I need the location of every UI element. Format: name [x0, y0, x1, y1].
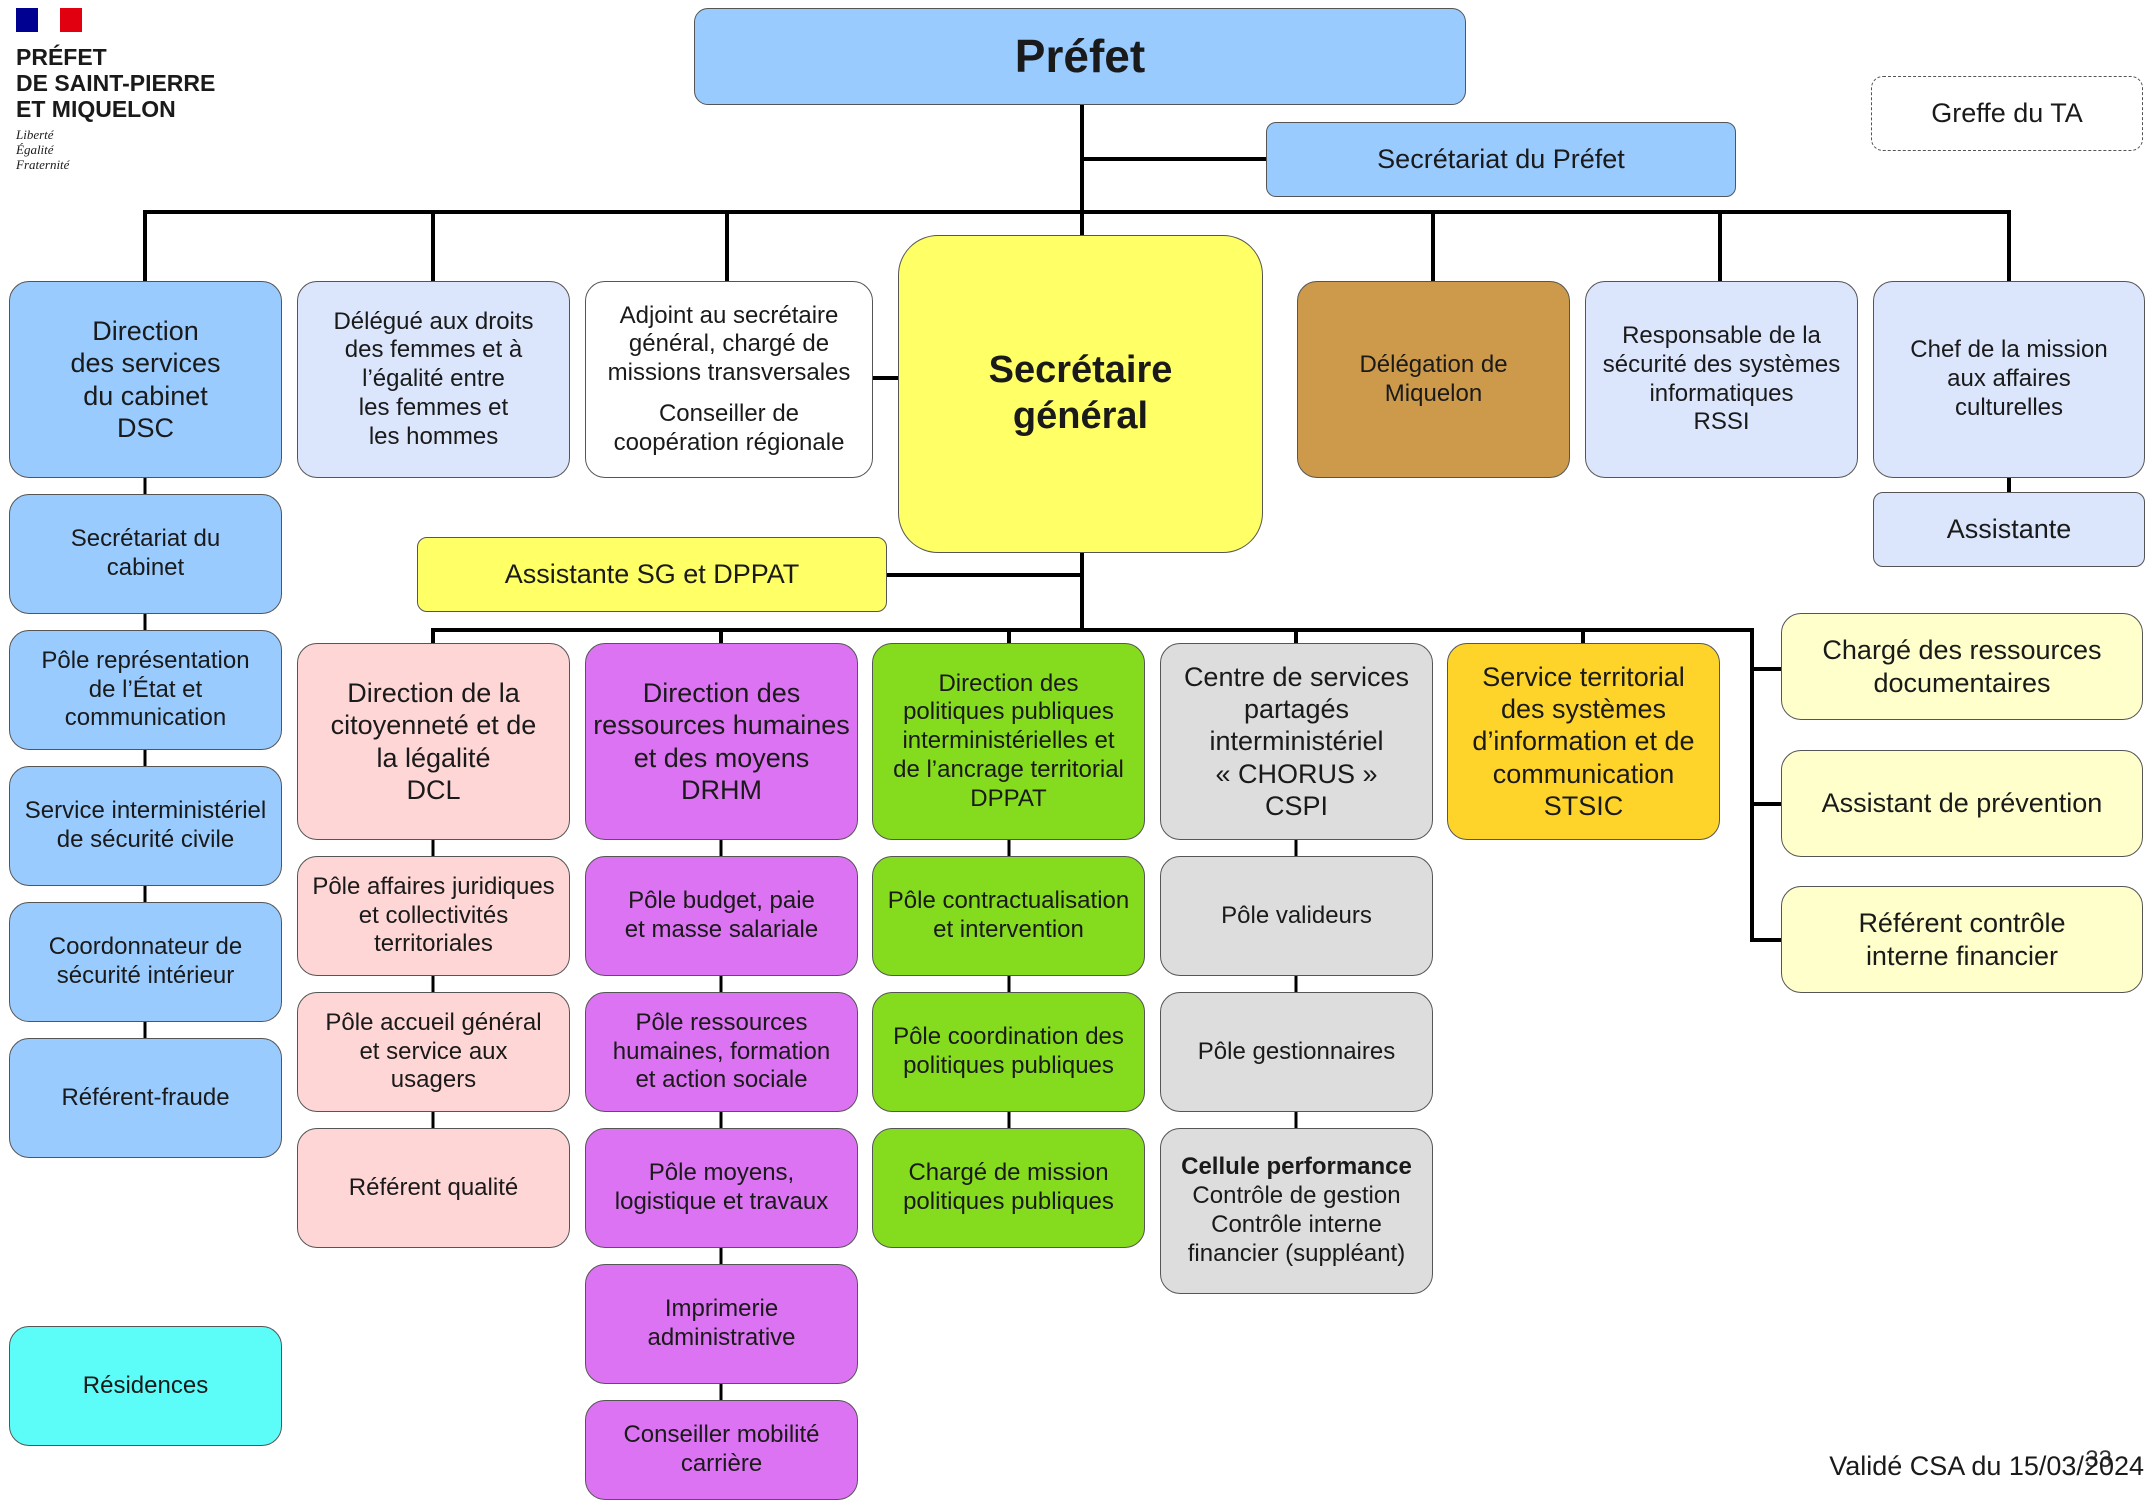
cellule-performance-body: Contrôle de gestion Contrôle interne fin…: [1187, 1182, 1406, 1267]
cabinet-securite-civile-box: Service interministériel de sécurité civ…: [9, 766, 282, 886]
charge-ressources-documentaires-box: Chargé des ressources documentaires: [1781, 613, 2143, 720]
cabinet-secretariat-box: Secrétariat du cabinet: [9, 494, 282, 614]
dppat-box: Direction des politiques publiques inter…: [872, 643, 1145, 840]
cspi-pole-valideurs-box: Pôle valideurs: [1160, 856, 1433, 976]
dcl-box: Direction de la citoyenneté et de la lég…: [297, 643, 570, 840]
flag-icon: [16, 8, 82, 32]
flag-stripe-red: [60, 8, 82, 32]
prefecture-logo: PRÉFET DE SAINT-PIERRE ET MIQUELON Liber…: [16, 8, 246, 173]
dcl-referent-qualite-box: Référent qualité: [297, 1128, 570, 1248]
referent-controle-interne-box: Référent contrôle interne financier: [1781, 886, 2143, 993]
secretaire-general-box: Secrétaire général: [898, 235, 1263, 553]
cabinet-coordonnateur-securite-box: Coordonnateur de sécurité intérieur: [9, 902, 282, 1022]
drhm-pole-budget-box: Pôle budget, paie et masse salariale: [585, 856, 858, 976]
drhm-imprimerie-box: Imprimerie administrative: [585, 1264, 858, 1384]
dcl-pole-accueil-box: Pôle accueil général et service aux usag…: [297, 992, 570, 1112]
drhm-pole-rh-box: Pôle ressources humaines, formation et a…: [585, 992, 858, 1112]
greffe-ta-box: Greffe du TA: [1871, 76, 2143, 151]
assistante-culture-box: Assistante: [1873, 492, 2145, 567]
flag-stripe-blue: [16, 8, 38, 32]
drhm-conseiller-mobilite-box: Conseiller mobilité carrière: [585, 1400, 858, 1500]
drhm-pole-moyens-box: Pôle moyens, logistique et travaux: [585, 1128, 858, 1248]
cspi-box: Centre de services partagés interministé…: [1160, 643, 1433, 840]
dppat-charge-mission-box: Chargé de mission politiques publiques: [872, 1128, 1145, 1248]
mission-culturelle-box: Chef de la mission aux affaires culturel…: [1873, 281, 2145, 478]
prefet-box: Préfet: [694, 8, 1466, 105]
validation-footer: Validé CSA du 15/03/2024: [1829, 1451, 2144, 1481]
rssi-box: Responsable de la sécurité des systèmes …: [1585, 281, 1858, 478]
adjoint-sg-box: Adjoint au secrétaire général, chargé de…: [585, 281, 873, 478]
assistant-prevention-box: Assistant de prévention: [1781, 750, 2143, 857]
delegue-droits-femmes-box: Délégué aux droits des femmes et à l’éga…: [297, 281, 570, 478]
cabinet-referent-fraude-box: Référent-fraude: [9, 1038, 282, 1158]
dsc-box: Direction des services du cabinet DSC: [9, 281, 282, 478]
cellule-performance-title: Cellule performance: [1181, 1153, 1412, 1181]
flag-stripe-white: [38, 8, 60, 32]
drhm-box: Direction des ressources humaines et des…: [585, 643, 858, 840]
motto: Liberté Égalité Fraternité: [16, 126, 70, 172]
page-number: 33: [2085, 1446, 2112, 1473]
dppat-pole-coordination-box: Pôle coordination des politiques publiqu…: [872, 992, 1145, 1112]
cspi-pole-gestionnaires-box: Pôle gestionnaires: [1160, 992, 1433, 1112]
delegation-miquelon-box: Délégation de Miquelon: [1297, 281, 1570, 478]
cspi-cellule-performance-box: Cellule performance Contrôle de gestion …: [1160, 1128, 1433, 1294]
dppat-pole-contractualisation-box: Pôle contractualisation et intervention: [872, 856, 1145, 976]
secretariat-prefet-box: Secrétariat du Préfet: [1266, 122, 1736, 197]
assistante-sg-box: Assistante SG et DPPAT: [417, 537, 887, 612]
dcl-pole-juridique-box: Pôle affaires juridiques et collectivité…: [297, 856, 570, 976]
stsic-box: Service territorial des systèmes d’infor…: [1447, 643, 1720, 840]
conseiller-cooperation-text: Conseiller de coopération régionale: [613, 399, 845, 456]
org-name: PRÉFET DE SAINT-PIERRE ET MIQUELON: [16, 44, 216, 122]
adjoint-sg-text: Adjoint au secrétaire général, chargé de…: [607, 301, 851, 387]
cabinet-pole-representation-box: Pôle représentation de l’État et communi…: [9, 630, 282, 750]
residences-box: Résidences: [9, 1326, 282, 1446]
